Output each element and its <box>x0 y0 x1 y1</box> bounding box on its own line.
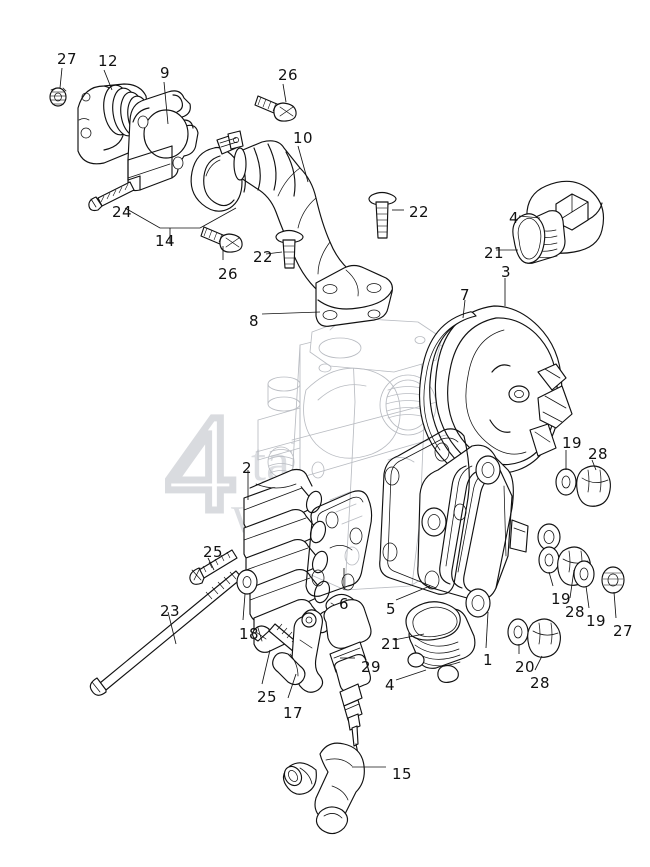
callout-10: 10 <box>293 129 314 147</box>
part-27-lock-washer-right <box>601 566 625 594</box>
part-25-bolt-upper <box>189 549 238 585</box>
callout-4-upper: 4 <box>509 209 520 227</box>
part-19-washer-c <box>573 560 595 588</box>
part-6-head-gasket <box>305 490 373 597</box>
callout-7: 7 <box>460 286 471 304</box>
part-17-cam-chain-guide <box>272 609 324 693</box>
part-26-screw-upper <box>254 95 297 122</box>
callout-5: 5 <box>386 600 397 618</box>
callout-22-left: 22 <box>253 248 274 266</box>
callout-12: 12 <box>98 52 119 70</box>
part-4-oil-filler-cap-top <box>512 180 605 264</box>
part-10-intake-manifold <box>233 140 393 327</box>
part-4-oil-filler-cap-lower <box>405 601 476 683</box>
callout-24: 24 <box>112 203 133 221</box>
callout-21-upper: 21 <box>484 244 505 262</box>
callout-3: 3 <box>501 263 512 281</box>
part-9-carb-holder-bracket <box>127 90 199 192</box>
callout-1: 1 <box>483 651 494 669</box>
callout-29: 29 <box>361 658 382 676</box>
part-22-bolt-left <box>275 229 304 269</box>
part-22-bolt-right <box>368 191 397 239</box>
part-24-stud-bolt <box>88 181 135 212</box>
callout-19-a: 19 <box>562 434 583 452</box>
part-28-capnut-c <box>527 618 561 658</box>
part-26-screw-lower <box>200 226 243 253</box>
part-27-lock-washer-upper <box>49 87 67 107</box>
leader-lines <box>59 67 617 768</box>
callout-23: 23 <box>160 602 181 620</box>
callout-2: 2 <box>242 459 253 477</box>
callout-9: 9 <box>160 64 171 82</box>
callout-25-lower: 25 <box>257 688 278 706</box>
callout-19-b: 19 <box>551 590 572 608</box>
part-18-washer <box>236 569 258 595</box>
callout-17: 17 <box>283 704 304 722</box>
callout-14: 14 <box>155 232 176 250</box>
callout-27-right: 27 <box>613 622 634 640</box>
callout-18: 18 <box>239 625 260 643</box>
part-1-cylinder-head-cover <box>417 444 561 618</box>
callout-8: 8 <box>249 312 260 330</box>
part-15-breather-joint <box>282 742 365 835</box>
callout-27-upper: 27 <box>57 50 78 68</box>
callout-19-c: 19 <box>586 612 607 630</box>
part-20-washer <box>507 618 529 646</box>
part-29-spark-plug <box>323 593 372 755</box>
callout-20: 20 <box>515 658 536 676</box>
callout-26-lower: 26 <box>218 265 239 283</box>
callout-28-b: 28 <box>565 603 586 621</box>
part-19-washer-b <box>538 546 560 574</box>
part-19-washer-a <box>555 468 577 496</box>
callout-4-lower: 4 <box>385 676 396 694</box>
callout-28-a: 28 <box>588 445 609 463</box>
callout-28-c: 28 <box>530 674 551 692</box>
callout-6: 6 <box>339 595 350 613</box>
callout-15: 15 <box>392 765 413 783</box>
callout-26-upper: 26 <box>278 66 299 84</box>
part-23-long-head-bolt <box>89 570 243 696</box>
part-14-hose-clamp <box>190 130 244 212</box>
part-5-head-cover-gasket <box>379 428 470 595</box>
part-28-capnut-a <box>576 465 611 507</box>
part-3-cam-chain-ring <box>434 305 573 474</box>
callout-21-lower: 21 <box>381 635 402 653</box>
callout-22-right: 22 <box>409 203 430 221</box>
callout-25-upper: 25 <box>203 543 224 561</box>
